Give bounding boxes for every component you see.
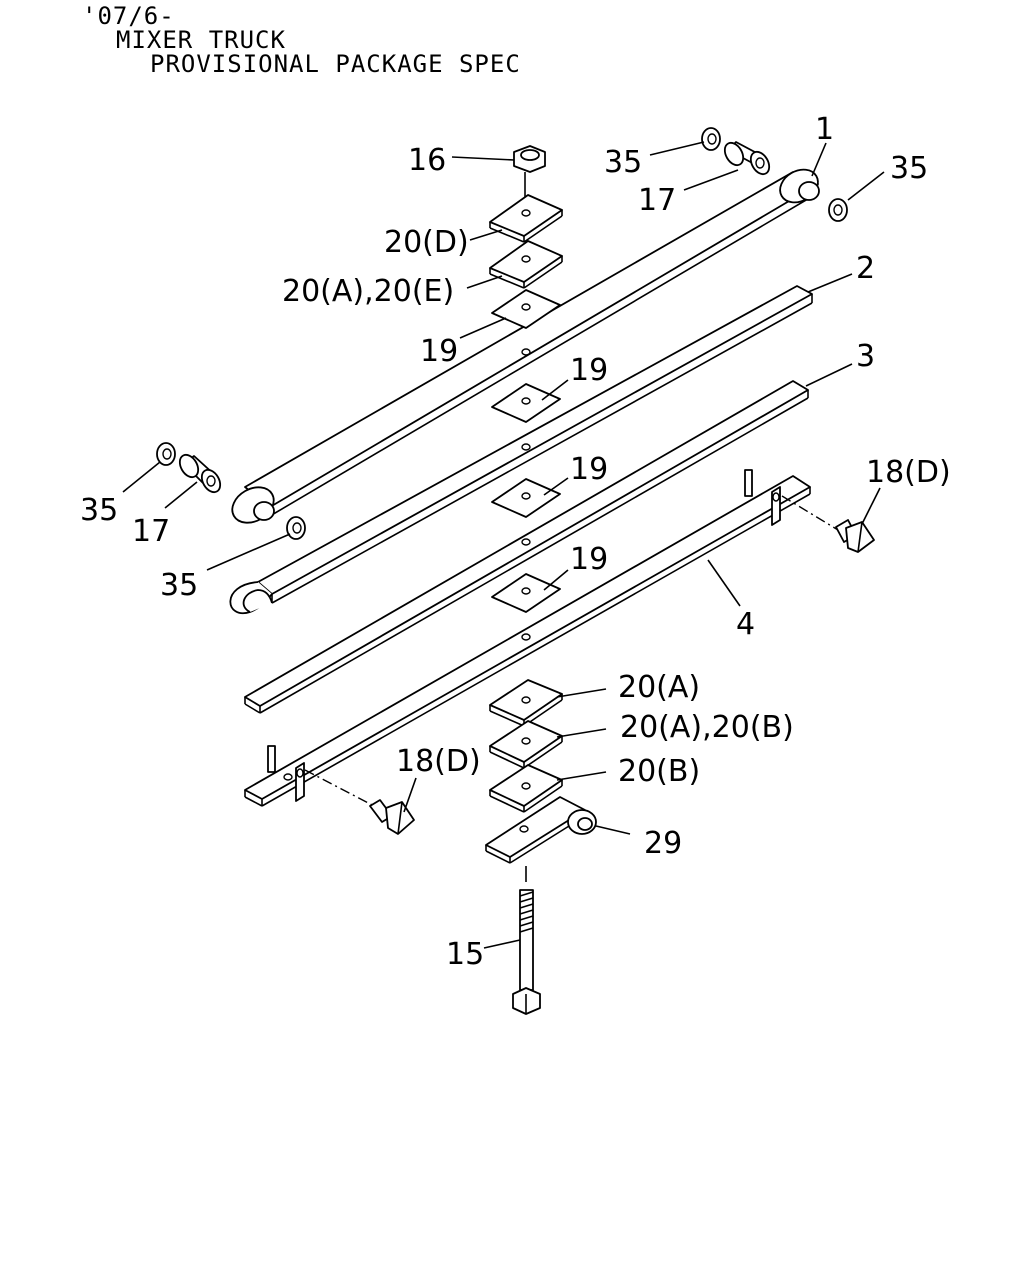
callout-35-top-right: 35 (890, 151, 928, 186)
callout-19-c: 19 (570, 542, 608, 577)
callout-1: 1 (815, 112, 834, 147)
plate-20a-20e[interactable] (489, 240, 563, 289)
callout-3: 3 (856, 339, 875, 374)
callout-20a: 20(A) (618, 670, 700, 705)
callout-2: 2 (856, 251, 875, 286)
nut-part-16[interactable] (513, 145, 546, 210)
callout-labels: 16 20(D) 20(A),20(E) 19 19 19 19 35 17 1… (80, 112, 951, 972)
bolt-18d-right[interactable] (781, 495, 875, 553)
header-date: '07/6- (82, 2, 175, 30)
plate-20a[interactable] (489, 679, 563, 727)
callout-17-left: 17 (132, 514, 170, 549)
callout-20a-20e: 20(A),20(E) (282, 274, 454, 309)
leaf-spring-second-leaf[interactable] (229, 285, 813, 615)
callout-19-a: 19 (570, 353, 608, 388)
pad-19-b[interactable] (491, 478, 561, 518)
washer-35-top-left[interactable] (701, 127, 721, 151)
callout-29: 29 (644, 826, 682, 861)
washer-35-lower[interactable] (286, 516, 306, 540)
callout-19-top: 19 (420, 334, 458, 369)
callout-15: 15 (446, 937, 484, 972)
diagram-header: '07/6- MIXER TRUCK PROVISIONAL PACKAGE S… (82, 4, 521, 76)
plate-20d[interactable] (489, 194, 563, 243)
pad-19-top[interactable] (491, 289, 561, 329)
callout-35-left: 35 (80, 493, 118, 528)
plate-20a-20b[interactable] (489, 720, 563, 769)
leaf-spring-fourth-leaf[interactable] (244, 469, 811, 807)
saddle-part-29[interactable] (485, 796, 597, 864)
pad-19-c[interactable] (491, 573, 561, 613)
callout-16: 16 (408, 143, 446, 178)
header-model: MIXER TRUCK (116, 26, 286, 54)
leader-lines (122, 141, 885, 949)
bushing-17-left[interactable] (176, 452, 224, 496)
callout-17-top: 17 (638, 183, 676, 218)
leaf-spring-third-leaf[interactable] (244, 380, 809, 714)
bolt-18d-left[interactable] (304, 769, 415, 835)
callout-18d-left: 18(D) (396, 744, 481, 779)
washer-35-top-right[interactable] (828, 198, 848, 222)
bushing-17-top[interactable] (721, 140, 773, 178)
bolt-part-15[interactable] (512, 866, 541, 1015)
header-spec: PROVISIONAL PACKAGE SPEC (150, 50, 521, 78)
callout-35-top-left: 35 (604, 145, 642, 180)
callout-35-lower: 35 (160, 568, 198, 603)
callout-20a-20b: 20(A),20(B) (620, 710, 794, 745)
callout-19-b: 19 (570, 452, 608, 487)
callout-20b: 20(B) (618, 754, 700, 789)
callout-18d-right: 18(D) (866, 455, 951, 490)
leaf-spring-main-leaf[interactable] (226, 163, 824, 530)
pad-19-a[interactable] (491, 383, 561, 423)
plate-20b[interactable] (489, 764, 563, 813)
callout-20d: 20(D) (384, 225, 469, 260)
callout-4: 4 (736, 607, 755, 642)
washer-35-left[interactable] (156, 442, 176, 466)
